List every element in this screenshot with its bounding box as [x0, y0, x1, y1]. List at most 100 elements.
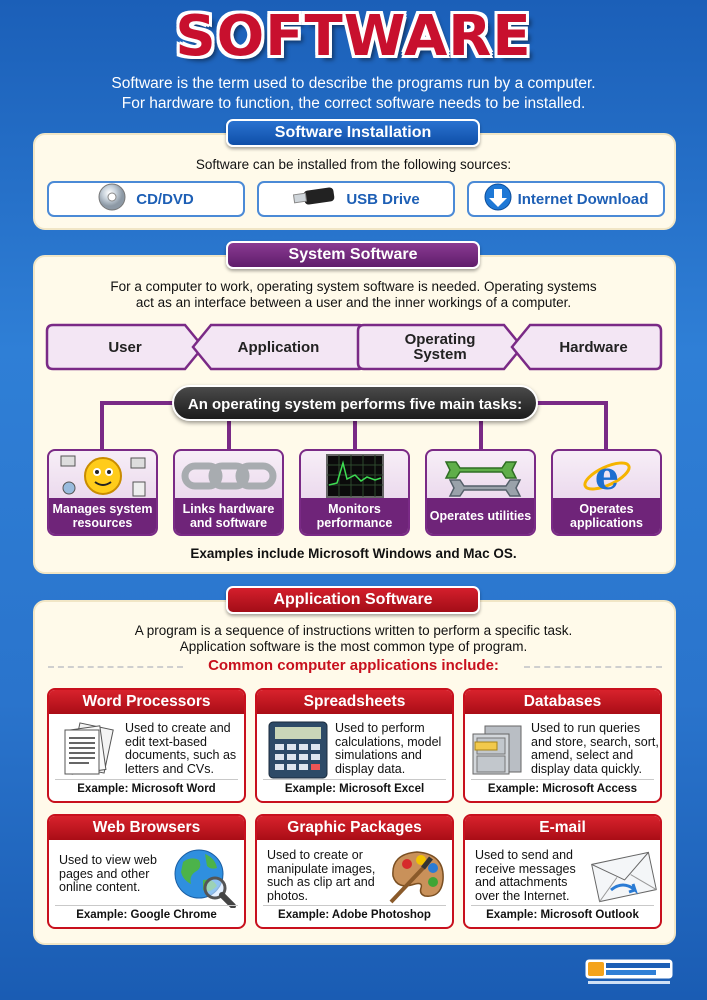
card-title: Graphic Packages — [257, 816, 452, 840]
card-example: Example: Microsoft Outlook — [471, 905, 654, 923]
desc-line: letters and CVs. — [125, 761, 214, 776]
application-text: A program is a sequence of instructions … — [0, 623, 707, 655]
task-label-applications: Operates applications — [553, 498, 660, 534]
installation-heading: Software Installation — [226, 119, 480, 147]
flow-operating-system: Operating System — [356, 323, 524, 371]
task-label-utilities: Operates utilities — [427, 498, 534, 534]
desc-line: and store, search, sort, — [531, 734, 659, 749]
download-icon — [484, 183, 512, 215]
card-desc: Used to view web pages and other online … — [59, 853, 157, 895]
flow-label-application: Application — [237, 338, 320, 356]
card-example: Example: Adobe Photoshop — [263, 905, 446, 923]
card-web-browsers: Web Browsers Used to view web pages and … — [47, 814, 246, 929]
flow-label-operating-system: Operating System — [404, 331, 476, 363]
card-example: Example: Google Chrome — [55, 905, 238, 923]
card-example: Example: Microsoft Access — [471, 779, 654, 797]
desc-line: such as clip art and — [267, 875, 375, 889]
system-text-line-1: For a computer to work, operating system… — [110, 279, 597, 294]
calculator-icon — [267, 720, 331, 785]
desc-line: Used to create and — [125, 721, 231, 735]
usb-drive-icon — [292, 186, 336, 212]
card-example: Example: Microsoft Word — [55, 779, 238, 797]
task-links-hardware-software: Links hardware and software — [173, 449, 284, 536]
task-connectors — [100, 401, 608, 451]
card-desc: Used to run queries and store, search, s… — [531, 721, 659, 776]
card-desc: Used to send and receive messages and at… — [475, 848, 576, 903]
paint-palette-icon — [385, 846, 449, 913]
desc-line: simulations and — [335, 748, 422, 762]
card-title: Spreadsheets — [257, 690, 452, 714]
tasks-heading: An operating system performs five main t… — [172, 385, 538, 421]
task-label-manages: Manages system resources — [49, 498, 156, 534]
system-examples: Examples include Microsoft Windows and M… — [190, 546, 517, 561]
task-label-monitors: Monitors performance — [301, 498, 408, 534]
card-email: E-mail Used to send and receive messages… — [463, 814, 662, 929]
system-heading: System Software — [226, 241, 480, 269]
intro-line-2: For hardware to function, the correct so… — [121, 95, 586, 112]
wrench-icon — [427, 451, 534, 501]
source-label-cd-dvd: CD/DVD — [136, 190, 194, 208]
poster-title: SOFTWARE — [175, 4, 532, 69]
flow-user: User — [45, 323, 205, 371]
card-desc: Used to create and edit text-based docum… — [125, 721, 237, 776]
browser-e-icon: e — [553, 451, 660, 501]
card-desc: Used to perform calculations, model simu… — [335, 721, 442, 776]
desc-line: display data. — [335, 761, 406, 776]
card-graphic-packages: Graphic Packages Used to create or manip… — [255, 814, 454, 929]
task-label-links: Links hardware and software — [175, 498, 282, 534]
task-operates-utilities: Operates utilities — [425, 449, 536, 536]
task-manages-resources: Manages system resources — [47, 449, 158, 536]
card-word-processors: Word Processors Used to create and edit … — [47, 688, 246, 803]
intro-line-1: Software is the term used to describe th… — [111, 75, 596, 92]
desc-line: documents, such as — [125, 748, 237, 762]
flow-application: Application — [191, 323, 366, 371]
desc-line: and attachments — [475, 875, 568, 889]
desc-line: edit text-based — [125, 734, 207, 749]
card-desc: Used to create or manipulate images, suc… — [267, 848, 376, 903]
card-title: Databases — [465, 690, 660, 714]
desc-line: Used to create or — [267, 848, 363, 862]
source-label-download: Internet Download — [517, 190, 649, 208]
task-monitors-performance: Monitors performance — [299, 449, 410, 536]
source-cd-dvd: CD/DVD — [47, 181, 245, 217]
desc-line: online content. — [59, 880, 141, 894]
card-title: Word Processors — [49, 690, 244, 714]
envelope-icon — [589, 850, 659, 909]
desc-line: pages and other — [59, 866, 150, 881]
performance-graph-icon — [301, 451, 408, 501]
cd-icon — [98, 183, 126, 215]
svg-text:e: e — [594, 453, 618, 498]
desc-line: Used to send and — [475, 848, 573, 862]
desc-line: amend, select and — [531, 748, 634, 762]
publisher-logo — [584, 958, 674, 986]
installation-text: Software can be installed from the follo… — [195, 157, 512, 172]
card-spreadsheets: Spreadsheets Used to perform calculation… — [255, 688, 454, 803]
card-databases: Databases Used to run queries and store,… — [463, 688, 662, 803]
flow-label-hardware: Hardware — [559, 338, 628, 356]
flow-label-user: User — [108, 338, 142, 356]
desc-line: manipulate images, — [267, 861, 376, 876]
common-apps-heading: Common computer applications include: — [208, 657, 499, 674]
desc-line: over the Internet. — [475, 888, 570, 903]
desc-line: Used to view web — [59, 853, 157, 867]
system-text-line-2: act as an interface between a user and t… — [135, 295, 572, 310]
application-text-line-2: Application software is the most common … — [179, 639, 528, 654]
system-text: For a computer to work, operating system… — [0, 279, 707, 311]
juggling-computer-icon — [49, 451, 156, 501]
flow-hardware: Hardware — [510, 323, 663, 371]
chain-link-icon — [175, 451, 282, 501]
desc-line: calculations, model — [335, 734, 442, 749]
divider-left — [48, 666, 183, 668]
card-title: E-mail — [465, 816, 660, 840]
globe-magnifier-icon — [169, 844, 237, 913]
task-operates-applications: e Operates applications — [551, 449, 662, 536]
source-label-usb: USB Drive — [346, 190, 420, 208]
card-title: Web Browsers — [49, 816, 244, 840]
source-internet-download: Internet Download — [467, 181, 665, 217]
intro-text: Software is the term used to describe th… — [20, 74, 687, 114]
divider-right — [524, 666, 662, 668]
application-heading: Application Software — [226, 586, 480, 614]
desc-line: display data quickly. — [531, 761, 642, 776]
desc-line: Used to perform — [335, 721, 425, 735]
desc-line: receive messages — [475, 861, 576, 876]
